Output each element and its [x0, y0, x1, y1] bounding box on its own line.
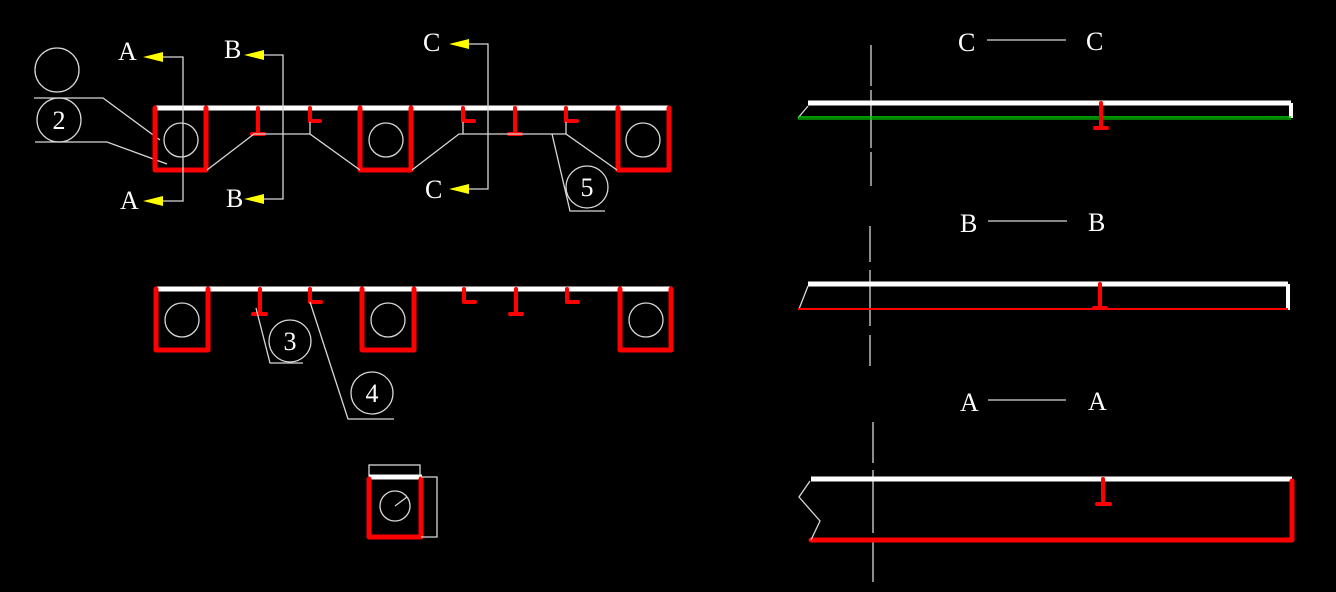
profile-line-left: [206, 122, 361, 171]
callout-circle-empty: [34, 47, 80, 93]
section-title-b-right: B: [1088, 208, 1105, 237]
hanger-middle-l-3: [565, 287, 580, 304]
hanger-l-3: [564, 106, 579, 123]
break-line: [798, 480, 821, 541]
callout-5-label: 5: [581, 173, 594, 202]
callout-4-label: 4: [366, 379, 379, 408]
section-cut-a: A A: [118, 37, 184, 215]
section-label-c-top: C: [423, 28, 440, 57]
profile-line-right: [411, 122, 618, 171]
section-title-c-left: C: [958, 28, 975, 57]
section-cut-b: B B: [224, 35, 284, 213]
hanger-l-2: [461, 106, 476, 123]
section-view-b-b: B B: [798, 208, 1290, 366]
section-title-c-right: C: [1086, 27, 1103, 56]
hanger-t-1: [250, 106, 266, 136]
section-title-b-left: B: [960, 209, 977, 238]
callout-4: 4: [309, 301, 394, 420]
hanger-middle-t-1: [251, 287, 268, 316]
hanger-section-b: [1092, 282, 1108, 310]
section-label-a-top: A: [118, 37, 137, 66]
section-title-a-left: A: [960, 388, 979, 417]
trough-1: [152, 105, 209, 173]
trough-3: [615, 105, 672, 173]
plan-view-middle: 3 4: [153, 286, 674, 420]
section-label-b-top: B: [224, 35, 241, 64]
section-arrow-a-top: [143, 52, 163, 62]
section-label-b-bottom: B: [226, 184, 243, 213]
section-arrow-a-bottom: [143, 196, 163, 206]
hanger-middle-l-2: [462, 287, 477, 304]
hanger-t-2: [507, 106, 523, 136]
section-arrow-b-bottom: [244, 194, 264, 204]
trough-middle-2: [359, 286, 417, 353]
section-arrow-c-bottom: [449, 184, 469, 194]
section-arrow-c-top: [449, 39, 469, 49]
section-label-c-bottom: C: [425, 175, 442, 204]
plan-view-top: 2: [34, 28, 672, 215]
section-cut-c: C C: [423, 28, 489, 204]
callout-5: 5: [551, 133, 609, 212]
section-view-a-a: A A: [798, 387, 1295, 582]
hanger-section-a: [1095, 477, 1112, 506]
hanger-middle-t-2: [508, 287, 524, 316]
section-label-a-bottom: A: [120, 186, 139, 215]
hanger-section-c: [1093, 101, 1109, 130]
callout-2: 2: [34, 97, 168, 165]
section-title-a-right: A: [1088, 387, 1107, 416]
callout-2-label: 2: [53, 106, 66, 135]
callout-3: 3: [255, 307, 312, 364]
callout-3-label: 3: [284, 327, 297, 356]
hanger-l-1: [308, 106, 322, 123]
trough-middle-1: [153, 286, 211, 353]
trough-middle-3: [617, 286, 674, 353]
detail-trough: [366, 464, 438, 540]
section-view-c-c: C C: [797, 27, 1293, 186]
trough-2: [357, 105, 414, 173]
section-arrow-b-top: [244, 50, 264, 60]
